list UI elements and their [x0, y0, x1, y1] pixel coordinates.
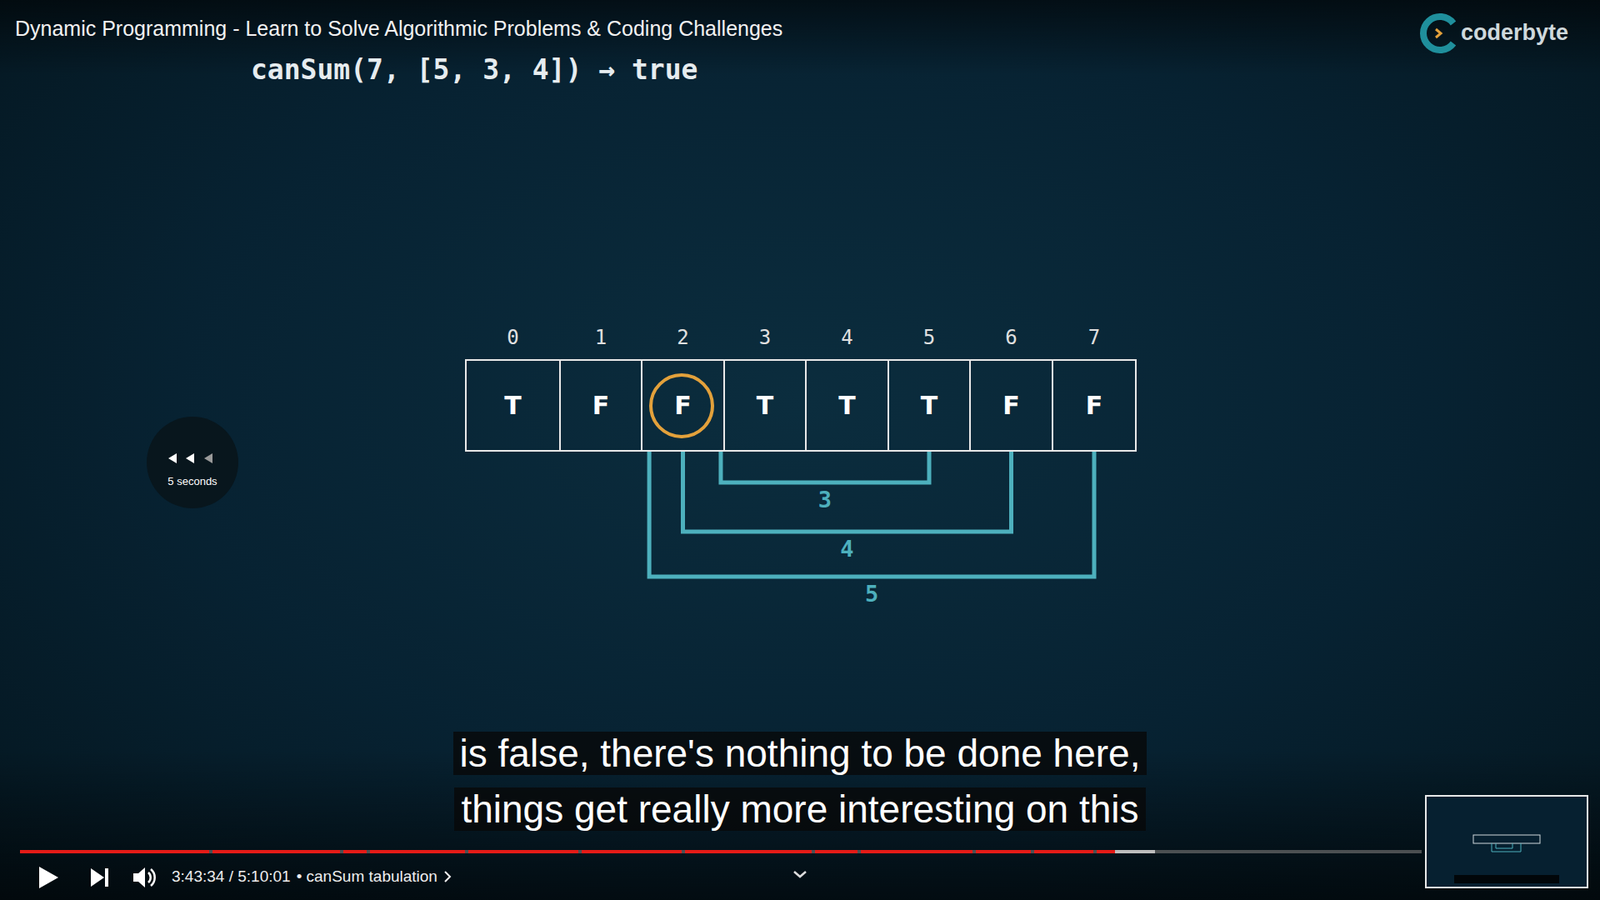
step-bracket	[649, 451, 1095, 577]
channel-logo: coderbyte	[1460, 20, 1569, 46]
cell-value: T	[920, 390, 938, 420]
play-icon	[39, 866, 59, 889]
cell-value: F	[1002, 390, 1020, 420]
cell-value: F	[592, 390, 610, 420]
step-bracket	[683, 451, 1012, 532]
time-display: 3:43:34 / 5:10:01	[171, 867, 291, 886]
cell-value: T	[504, 390, 521, 420]
logo-icon	[1423, 16, 1454, 50]
index-number: 5	[889, 325, 970, 350]
cell-value: F	[674, 390, 692, 420]
cell-value: T	[838, 390, 855, 420]
player-info-row: 3:43:34 / 5:10:01 • canSum tabulation	[171, 867, 452, 886]
array-cell: 4T	[805, 359, 890, 452]
index-number: 4	[806, 325, 888, 350]
step-label: 5	[865, 580, 879, 607]
highlight-circle	[650, 375, 713, 437]
chevron-down	[794, 871, 806, 877]
step-bracket	[720, 451, 930, 483]
step-label: 4	[840, 535, 854, 562]
array-cell: 0T	[465, 359, 561, 452]
subtitle-text: is false, there's nothing to be done her…	[453, 731, 1148, 831]
index-number: 1	[560, 325, 641, 350]
volume-icon	[133, 867, 155, 888]
index-number: 6	[970, 325, 1052, 350]
rewind-label: 5 seconds	[150, 475, 235, 488]
index-number: 0	[466, 325, 560, 350]
progress-bar	[20, 850, 1422, 854]
next-icon	[90, 868, 109, 887]
function-call: canSum(7, [5, 3, 4]) → true	[250, 53, 698, 86]
step-label: 3	[818, 486, 832, 513]
array-cell: 5T	[887, 359, 971, 452]
video-title: Dynamic Programming - Learn to Solve Alg…	[15, 16, 783, 41]
rewind-indicator	[146, 416, 239, 509]
chapter-chevron	[443, 870, 452, 884]
chapter-title: • canSum tabulation	[296, 867, 438, 886]
array-cell: 6F	[969, 359, 1054, 452]
cell-value: F	[1085, 390, 1104, 420]
subtitle-box: is false, there's nothing to be done her…	[425, 730, 1175, 842]
top-shade	[0, 0, 1600, 75]
cell-value: T	[756, 390, 774, 420]
array-cell: 7F	[1051, 359, 1137, 452]
index-number: 3	[725, 325, 805, 350]
index-number: 7	[1053, 325, 1135, 350]
index-number: 2	[642, 325, 724, 350]
array-cell: 1F	[559, 359, 643, 452]
array-cell: 3T	[723, 359, 807, 452]
thumbnail-preview	[1425, 795, 1588, 888]
array-cell: 2F	[640, 359, 725, 452]
